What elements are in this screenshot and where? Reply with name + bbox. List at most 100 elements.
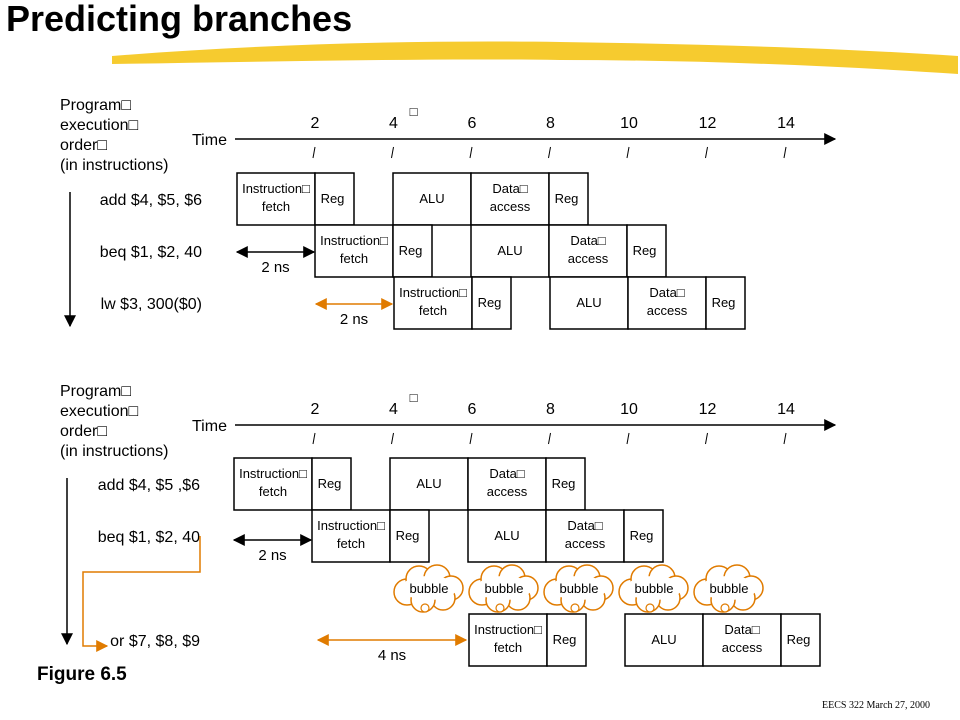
time-tick-mark [548, 146, 551, 159]
time-tick-label: 6 [468, 115, 477, 132]
interval-label: 4 ns [378, 647, 406, 664]
time-tick-mark [783, 146, 787, 159]
pipeline-bubble: bubble [543, 564, 614, 613]
time-tick-mark [469, 146, 473, 159]
stage-label-fetch: fetch [494, 640, 522, 655]
reg-write-stage-box [780, 613, 821, 667]
time-tick-label: 8 [546, 401, 555, 418]
stage-label-mem: Data□ [570, 233, 605, 248]
bubble-label: bubble [559, 581, 598, 596]
stage-label-reg: Reg [321, 191, 345, 206]
reg-write-stage-box [626, 224, 667, 278]
stage-label-reg: Reg [712, 295, 736, 310]
bubble-label: bubble [634, 581, 673, 596]
pipeline-bubble: bubble [693, 564, 764, 613]
bubble-label: bubble [409, 581, 448, 596]
title-highlight-stripe [112, 41, 958, 74]
tick-marker-glyph: □ [410, 390, 418, 405]
alu-stage-box [624, 613, 704, 667]
time-tick-label: 6 [468, 401, 477, 418]
time-tick-mark [469, 432, 473, 445]
pipeline-bubble: bubble [618, 564, 689, 613]
stage-label-mem: access [722, 640, 763, 655]
reg-write-stage-box [548, 172, 589, 226]
stage-label-fetch: Instruction□ [320, 233, 388, 248]
time-axis-label: Time [192, 132, 227, 149]
time-tick-mark [312, 432, 316, 445]
bubble-tail [570, 603, 580, 613]
stage-label-fetch: Instruction□ [317, 518, 385, 533]
instruction-label: beq $1, $2, 40 [98, 529, 200, 546]
program-order-label-line: (in instructions) [60, 157, 168, 174]
time-tick-label: 14 [777, 401, 795, 418]
data-access-stage-box [467, 457, 547, 511]
bubble-core [626, 576, 682, 600]
slide-title: Predicting branches [6, 0, 353, 39]
bubble-core [401, 576, 457, 600]
time-tick-label: 4 [389, 401, 398, 418]
alu-stage-box [549, 276, 629, 330]
reg-write-stage-box [623, 509, 664, 563]
reg-read-stage-box [389, 509, 430, 563]
time-tick-mark [705, 432, 708, 445]
fetch-stage-box [311, 509, 391, 563]
program-order-label-line: order□ [60, 423, 107, 440]
instruction-label: beq $1, $2, 40 [100, 244, 202, 261]
instruction-label: lw $3, 300($0) [101, 296, 202, 313]
data-access-stage-box [548, 224, 628, 278]
bubble-label: bubble [709, 581, 748, 596]
pipeline-bubble: bubble [468, 564, 539, 613]
footer-date: EECS 322 March 27, 2000 [822, 700, 931, 711]
stage-label-mem: Data□ [489, 466, 524, 481]
bubble-core [476, 576, 532, 600]
figure-caption: Figure 6.5 [37, 664, 127, 685]
time-tick-mark [391, 432, 394, 445]
time-tick-mark [783, 432, 787, 445]
fetch-stage-box [393, 276, 473, 330]
time-tick-mark [626, 432, 630, 445]
stage-label-alu: ALU [576, 295, 601, 310]
bubble-tail [720, 603, 730, 613]
time-tick-label: 10 [620, 115, 638, 132]
stage-label-fetch: fetch [337, 536, 365, 551]
time-tick-mark [705, 146, 708, 159]
time-tick-label: 14 [777, 115, 795, 132]
stage-label-fetch: fetch [340, 251, 368, 266]
stage-label-fetch: fetch [419, 303, 447, 318]
stage-label-fetch: Instruction□ [239, 466, 307, 481]
stage-label-mem: access [490, 199, 531, 214]
time-tick-mark [312, 146, 316, 159]
stage-label-alu: ALU [419, 191, 444, 206]
stage-label-mem: Data□ [649, 285, 684, 300]
stage-label-mem: access [565, 536, 606, 551]
time-tick-label: 2 [311, 115, 320, 132]
time-tick-label: 2 [311, 401, 320, 418]
alu-stage-box [389, 457, 469, 511]
stage-label-mem: Data□ [724, 622, 759, 637]
stage-label-fetch: fetch [262, 199, 290, 214]
time-tick-label: 8 [546, 115, 555, 132]
stage-label-reg: Reg [478, 295, 502, 310]
stage-label-reg: Reg [552, 476, 576, 491]
data-access-stage-box [545, 509, 625, 563]
program-order-label-line: execution□ [60, 403, 138, 420]
program-order-label-line: Program□ [60, 383, 131, 400]
time-tick-label: 4 [389, 115, 398, 132]
bubble-label: bubble [484, 581, 523, 596]
stage-label-alu: ALU [651, 632, 676, 647]
bubble-tail [420, 603, 430, 613]
time-axis-label: Time [192, 418, 227, 435]
stage-label-mem: access [647, 303, 688, 318]
bubble-tail [495, 603, 505, 613]
branch-target-connector [82, 536, 201, 652]
stage-label-reg: Reg [396, 528, 420, 543]
time-tick-mark [626, 146, 630, 159]
bubble-core [551, 576, 607, 600]
reg-read-stage-box [392, 224, 433, 278]
program-order-label-line: order□ [60, 137, 107, 154]
stage-label-fetch: Instruction□ [242, 181, 310, 196]
alu-stage-box [392, 172, 472, 226]
reg-read-stage-box [471, 276, 512, 330]
stage-label-fetch: fetch [259, 484, 287, 499]
